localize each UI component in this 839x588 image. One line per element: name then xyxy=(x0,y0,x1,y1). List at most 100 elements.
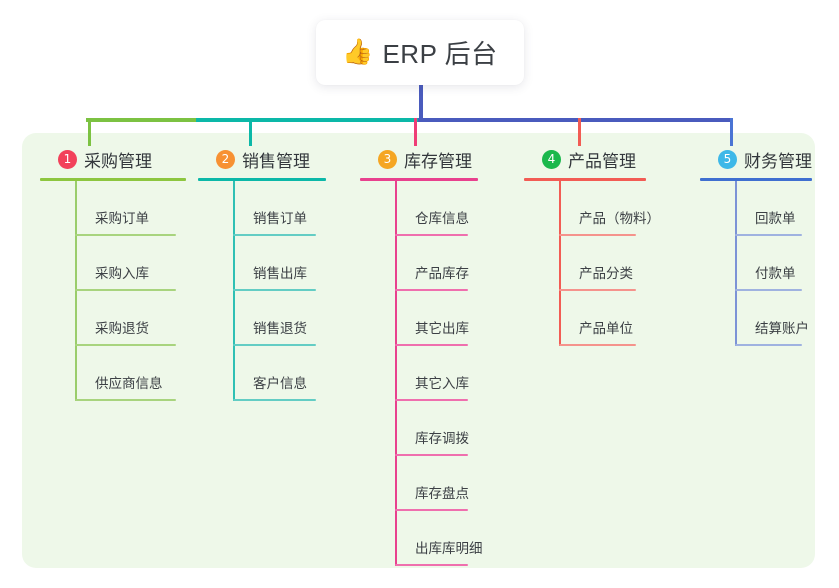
branch-spine-2 xyxy=(233,181,235,401)
bus-segment-1 xyxy=(86,118,196,122)
leaf-label: 仓库信息 xyxy=(415,211,469,226)
leaf-node[interactable]: 库存调拨 xyxy=(395,401,478,456)
leaf-underline xyxy=(395,399,468,401)
leaf-label: 库存调拨 xyxy=(415,431,469,446)
leaf-node[interactable]: 销售出库 xyxy=(233,236,326,291)
leaf-underline xyxy=(735,289,802,291)
column-title-1: 采购管理 xyxy=(84,152,152,171)
leaf-node[interactable]: 供应商信息 xyxy=(75,346,186,401)
root-title: ERP 后台 xyxy=(382,39,498,69)
column-underline-2 xyxy=(198,178,326,181)
column-badge-3: 3 xyxy=(378,150,397,169)
leaf-label: 产品单位 xyxy=(579,321,633,336)
drop-connector-5 xyxy=(730,118,733,146)
leaf-node[interactable]: 销售退货 xyxy=(233,291,326,346)
leaf-underline xyxy=(395,454,468,456)
column-header-1[interactable]: 1 采购管理 xyxy=(40,146,186,173)
column-badge-2: 2 xyxy=(216,150,235,169)
leaf-node[interactable]: 采购订单 xyxy=(75,181,186,236)
branch-spine-4 xyxy=(559,181,561,346)
column-header-2[interactable]: 2 销售管理 xyxy=(198,146,326,173)
leaf-underline xyxy=(559,234,636,236)
content-panel xyxy=(22,133,815,568)
leaf-label: 付款单 xyxy=(755,266,796,281)
leaf-node[interactable]: 客户信息 xyxy=(233,346,326,401)
leaf-label: 销售出库 xyxy=(253,266,307,281)
leaf-node[interactable]: 出库库明细 xyxy=(395,511,483,566)
column-title-2: 销售管理 xyxy=(242,152,310,171)
leaf-label: 出库库明细 xyxy=(415,541,483,556)
column-badge-1: 1 xyxy=(58,150,77,169)
branch-spine-1 xyxy=(75,181,77,401)
leaf-node[interactable]: 回款单 xyxy=(735,181,812,236)
column-销售管理: 2 销售管理销售订单销售出库销售退货客户信息 xyxy=(198,146,326,401)
column-branch-3: 仓库信息产品库存其它出库其它入库库存调拨库存盘点出库库明细 xyxy=(360,181,483,566)
column-branch-1: 采购订单采购入库采购退货供应商信息 xyxy=(40,181,186,401)
column-title-4: 产品管理 xyxy=(568,152,636,171)
leaf-label: 销售退货 xyxy=(253,321,307,336)
column-branch-5: 回款单付款单结算账户 xyxy=(700,181,812,346)
column-branch-4: 产品（物料） 产品分类产品单位 xyxy=(524,181,660,346)
leaf-underline xyxy=(75,234,176,236)
leaf-underline xyxy=(735,344,802,346)
leaf-node[interactable]: 销售订单 xyxy=(233,181,326,236)
leaf-underline xyxy=(559,289,636,291)
drop-connector-1 xyxy=(88,118,91,146)
leaf-node[interactable]: 产品库存 xyxy=(395,236,478,291)
leaf-label: 产品（物料） xyxy=(579,211,660,226)
leaf-label: 其它出库 xyxy=(415,321,469,336)
leaf-node[interactable]: 产品单位 xyxy=(559,291,646,346)
leaf-underline xyxy=(395,509,468,511)
leaf-label: 产品分类 xyxy=(579,266,633,281)
leaf-node[interactable]: 结算账户 xyxy=(735,291,812,346)
leaf-underline xyxy=(75,289,176,291)
leaf-underline xyxy=(233,234,316,236)
leaf-node[interactable]: 产品分类 xyxy=(559,236,646,291)
leaf-label: 其它入库 xyxy=(415,376,469,391)
leaf-label: 库存盘点 xyxy=(415,486,469,501)
drop-connector-4 xyxy=(578,118,581,146)
leaf-label: 产品库存 xyxy=(415,266,469,281)
leaf-underline xyxy=(233,289,316,291)
column-header-4[interactable]: 4 产品管理 xyxy=(524,146,646,173)
column-badge-5: 5 xyxy=(718,150,737,169)
branch-spine-5 xyxy=(735,181,737,346)
leaf-node[interactable]: 付款单 xyxy=(735,236,812,291)
column-underline-5 xyxy=(700,178,812,181)
leaf-underline xyxy=(233,344,316,346)
leaf-label: 采购退货 xyxy=(95,321,149,336)
leaf-node[interactable]: 其它入库 xyxy=(395,346,478,401)
leaf-node[interactable]: 采购退货 xyxy=(75,291,186,346)
leaf-label: 采购入库 xyxy=(95,266,149,281)
column-branch-2: 销售订单销售出库销售退货客户信息 xyxy=(198,181,326,401)
root-stem-connector xyxy=(419,78,423,122)
leaf-underline xyxy=(233,399,316,401)
column-header-5[interactable]: 5 财务管理 xyxy=(700,146,812,173)
bus-segment-3 xyxy=(418,118,733,122)
leaf-node[interactable]: 采购入库 xyxy=(75,236,186,291)
leaf-node[interactable]: 仓库信息 xyxy=(395,181,478,236)
leaf-node[interactable]: 其它出库 xyxy=(395,291,478,346)
leaf-label: 采购订单 xyxy=(95,211,149,226)
drop-connector-2 xyxy=(249,118,252,146)
leaf-node[interactable]: 库存盘点 xyxy=(395,456,478,511)
leaf-node[interactable]: 产品（物料） xyxy=(559,181,660,236)
leaf-label: 结算账户 xyxy=(755,321,809,336)
thumbs-up-icon: 👍 xyxy=(342,38,374,66)
column-财务管理: 5 财务管理回款单付款单结算账户 xyxy=(700,146,812,346)
leaf-underline xyxy=(559,344,636,346)
column-header-3[interactable]: 3 库存管理 xyxy=(360,146,478,173)
branch-spine-3 xyxy=(395,181,397,566)
leaf-label: 客户信息 xyxy=(253,376,307,391)
column-title-5: 财务管理 xyxy=(744,152,812,171)
column-采购管理: 1 采购管理采购订单采购入库采购退货供应商信息 xyxy=(40,146,186,401)
column-title-3: 库存管理 xyxy=(404,152,472,171)
column-badge-4: 4 xyxy=(542,150,561,169)
root-node[interactable]: 👍 ERP 后台 xyxy=(316,20,524,85)
bus-segment-2 xyxy=(196,118,421,122)
leaf-underline xyxy=(395,564,468,566)
leaf-underline xyxy=(75,344,176,346)
leaf-underline xyxy=(395,289,468,291)
leaf-underline xyxy=(395,234,468,236)
